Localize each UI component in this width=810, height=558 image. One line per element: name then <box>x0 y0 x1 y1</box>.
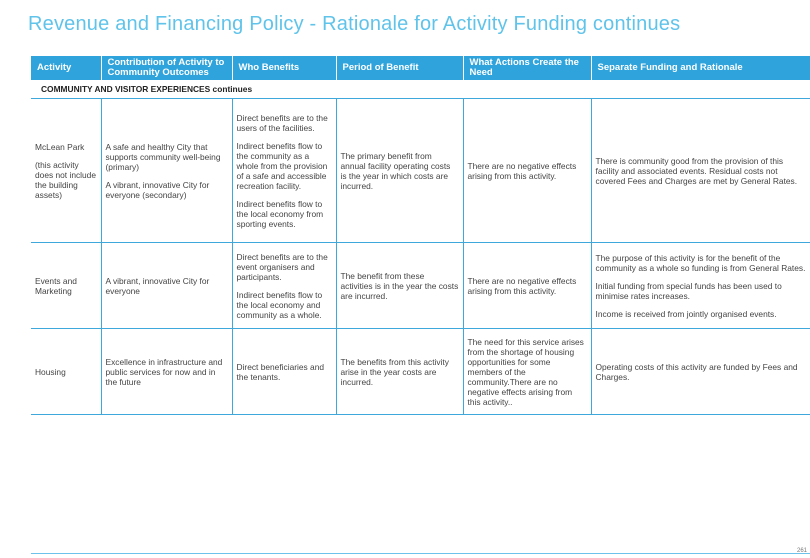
who-text: Indirect benefits flow to the community … <box>236 140 328 191</box>
footer-rule <box>31 553 810 554</box>
cell-contribution: A safe and healthy City that supports co… <box>101 98 233 243</box>
header-contribution: Contribution of Activity to Community Ou… <box>101 56 233 80</box>
who-text: Indirect benefits flow to the local econ… <box>236 289 323 320</box>
funding-text: Income is received from jointly organise… <box>595 308 777 319</box>
contribution-text: A safe and healthy City that supports co… <box>105 141 221 172</box>
actions-text: The need for this service arises from th… <box>467 336 584 407</box>
funding-text: The purpose of this activity is for the … <box>595 252 806 273</box>
period-text: The benefit from these activities is in … <box>340 270 459 301</box>
section-title: COMMUNITY AND VISITOR EXPERIENCES contin… <box>31 80 810 99</box>
cell-funding: There is community good from the provisi… <box>591 98 810 243</box>
header-actions: What Actions Create the Need <box>463 56 592 80</box>
cell-contribution: A vibrant, innovative City for everyone <box>101 242 233 329</box>
period-text: The primary benefit from annual facility… <box>340 150 451 191</box>
contribution-text: A vibrant, innovative City for everyone … <box>105 179 210 200</box>
header-period: Period of Benefit <box>336 56 464 80</box>
who-text: Indirect benefits flow to the local econ… <box>236 198 324 229</box>
cell-who-benefits: Direct beneficiaries and the tenants. <box>232 328 337 415</box>
cell-who-benefits: Direct benefits are to the event organis… <box>232 242 337 329</box>
contribution-text: A vibrant, innovative City for everyone <box>105 275 210 296</box>
who-text: Direct beneficiaries and the tenants. <box>236 361 325 382</box>
funding-text: Initial funding from special funds has b… <box>595 280 782 301</box>
activity-note: (this activity does not include the buil… <box>35 159 96 200</box>
cell-contribution: Excellence in infrastructure and public … <box>101 328 233 415</box>
cell-period: The benefits from this activity arise in… <box>336 328 464 415</box>
actions-text: There are no negative effects arising fr… <box>467 275 577 296</box>
cell-actions: There are no negative effects arising fr… <box>463 242 592 329</box>
who-text: Direct benefits are to the event organis… <box>236 251 328 282</box>
table-header-row: Activity Contribution of Activity to Com… <box>31 56 810 80</box>
funding-text: Operating costs of this activity are fun… <box>595 361 798 382</box>
cell-actions: There are no negative effects arising fr… <box>463 98 592 243</box>
cell-period: The primary benefit from annual facility… <box>336 98 464 243</box>
cell-actions: The need for this service arises from th… <box>463 328 592 415</box>
section-row: COMMUNITY AND VISITOR EXPERIENCES contin… <box>31 80 810 99</box>
cell-funding: The purpose of this activity is for the … <box>591 242 810 329</box>
activity-name: McLean Park <box>35 141 85 152</box>
header-funding: Separate Funding and Rationale <box>591 56 810 80</box>
contribution-text: Excellence in infrastructure and public … <box>105 356 223 387</box>
page-title: Revenue and Financing Policy - Rationale… <box>28 13 681 35</box>
who-text: Direct benefits are to the users of the … <box>236 112 328 133</box>
header-activity: Activity <box>31 56 102 80</box>
period-text: The benefits from this activity arise in… <box>340 356 449 387</box>
table-row: Housing Excellence in infrastructure and… <box>31 328 810 415</box>
table-row: McLean Park (this activity does not incl… <box>31 98 810 243</box>
funding-text: There is community good from the provisi… <box>595 155 798 186</box>
cell-who-benefits: Direct benefits are to the users of the … <box>232 98 337 243</box>
activity-name: Events and Marketing <box>35 275 77 296</box>
cell-activity: Housing <box>31 328 102 415</box>
cell-activity: McLean Park (this activity does not incl… <box>31 98 102 243</box>
actions-text: There are no negative effects arising fr… <box>467 160 577 181</box>
cell-period: The benefit from these activities is in … <box>336 242 464 329</box>
header-who-benefits: Who Benefits <box>232 56 337 80</box>
page-number: 261 <box>796 548 807 554</box>
cell-activity: Events and Marketing <box>31 242 102 329</box>
activity-name: Housing <box>35 366 66 377</box>
cell-funding: Operating costs of this activity are fun… <box>591 328 810 415</box>
funding-table: Activity Contribution of Activity to Com… <box>31 56 810 415</box>
table-row: Events and Marketing A vibrant, innovati… <box>31 242 810 329</box>
